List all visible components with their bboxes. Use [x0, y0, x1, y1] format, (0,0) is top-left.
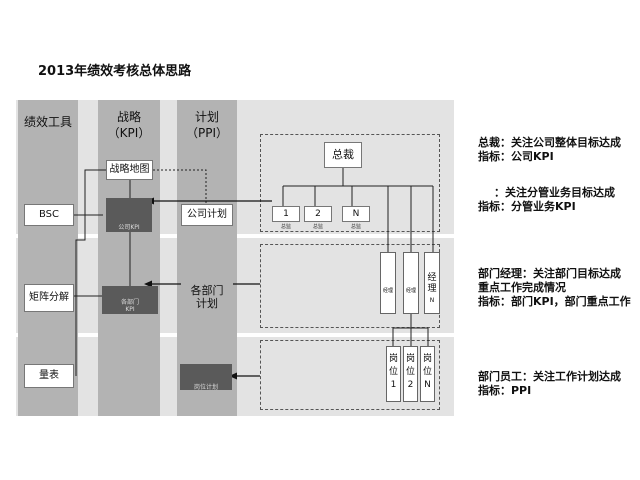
description-line: 部门经理：关注部门目标达成	[478, 267, 621, 280]
vp-box-1: 1	[272, 206, 300, 222]
plan-header-line: （PPI）	[185, 126, 228, 140]
tools-column	[18, 100, 78, 416]
manager-label: 经理	[427, 273, 437, 294]
post-char: N	[424, 380, 431, 390]
department-plan-line: 各部门	[190, 284, 224, 297]
strategy-column-header: 战略 （KPI）	[98, 109, 160, 141]
manager-label: 经理	[405, 288, 416, 294]
manager-label: 经理	[382, 288, 393, 294]
strategy-header-line: 战略	[116, 110, 141, 124]
staff-area	[260, 340, 440, 410]
senior-management-area	[260, 134, 440, 232]
plan-column	[177, 100, 237, 416]
description-line: 部门员工：关注工作计划达成	[478, 370, 621, 383]
president-box: 总裁	[324, 142, 362, 168]
post-box-2: 岗 位 2	[403, 346, 418, 402]
post-char: 位	[422, 367, 432, 377]
post-plan-box: 岗位计划	[180, 364, 232, 391]
president-description: 总裁：关注公司整体目标达成 指标：公司KPI	[478, 136, 621, 164]
post-char: 位	[388, 367, 398, 377]
manager-box-n: 经理 N	[424, 252, 440, 314]
manager-description: 部门经理：关注部门目标达成 重点工作完成情况 指标：部门KPI，部门重点工作	[478, 267, 631, 309]
plan-column-header: 计划 （PPI）	[177, 109, 237, 141]
manager-box-1: 经理	[380, 252, 396, 314]
vp-box-n: N	[342, 206, 370, 222]
vp-description: ：关注分管业务目标达成 指标：分管业务KPI	[478, 186, 615, 214]
description-line: 指标：公司KPI	[478, 150, 554, 163]
strategy-header-line: （KPI）	[107, 126, 151, 140]
description-line: 总裁：关注公司整体目标达成	[478, 136, 621, 149]
post-char: 岗	[422, 354, 432, 364]
post-char: 岗	[405, 354, 415, 364]
tool-scale: 量表	[24, 364, 74, 388]
description-line: 指标：PPI	[478, 384, 532, 397]
post-char: 2	[407, 380, 414, 390]
strategy-column	[98, 100, 160, 416]
post-box-1: 岗 位 1	[386, 346, 401, 402]
company-plan-box: 公司计划	[181, 204, 233, 226]
department-plan-box: 各部门 计划	[181, 280, 233, 316]
post-char: 岗	[388, 354, 398, 364]
company-kpi-box: 公司KPI	[106, 198, 152, 232]
post-char: 位	[405, 367, 415, 377]
vp-caption: 总监	[280, 224, 291, 230]
vp-box-2: 2	[304, 206, 332, 222]
description-line: 重点工作完成情况	[478, 281, 566, 294]
page-title: 2013年绩效考核总体思路	[38, 64, 192, 79]
department-plan-line: 计划	[196, 297, 218, 310]
description-line: 指标：部门KPI，部门重点工作	[478, 295, 631, 308]
tool-bsc: BSC	[24, 204, 74, 226]
department-kpi-box: 各部门 KPI	[102, 286, 158, 314]
vp-caption: 总监	[312, 224, 323, 230]
strategy-map-box: 战略地图	[106, 160, 153, 180]
staff-description: 部门员工：关注工作计划达成 指标：PPI	[478, 370, 621, 398]
department-kpi-line: KPI	[125, 306, 135, 313]
manager-index: N	[429, 297, 435, 304]
department-kpi-line: 各部门	[120, 299, 139, 306]
plan-header-line: 计划	[194, 110, 219, 124]
tools-column-header: 绩效工具	[23, 115, 72, 129]
description-line: 指标：分管业务KPI	[478, 200, 576, 213]
vp-caption: 总监	[350, 224, 361, 230]
description-line: ：关注分管业务目标达成	[494, 186, 615, 199]
post-box-n: 岗 位 N	[420, 346, 435, 402]
manager-box-2: 经理	[403, 252, 419, 314]
tool-matrix-decomposition: 矩阵分解	[24, 284, 74, 312]
post-char: 1	[390, 380, 397, 390]
